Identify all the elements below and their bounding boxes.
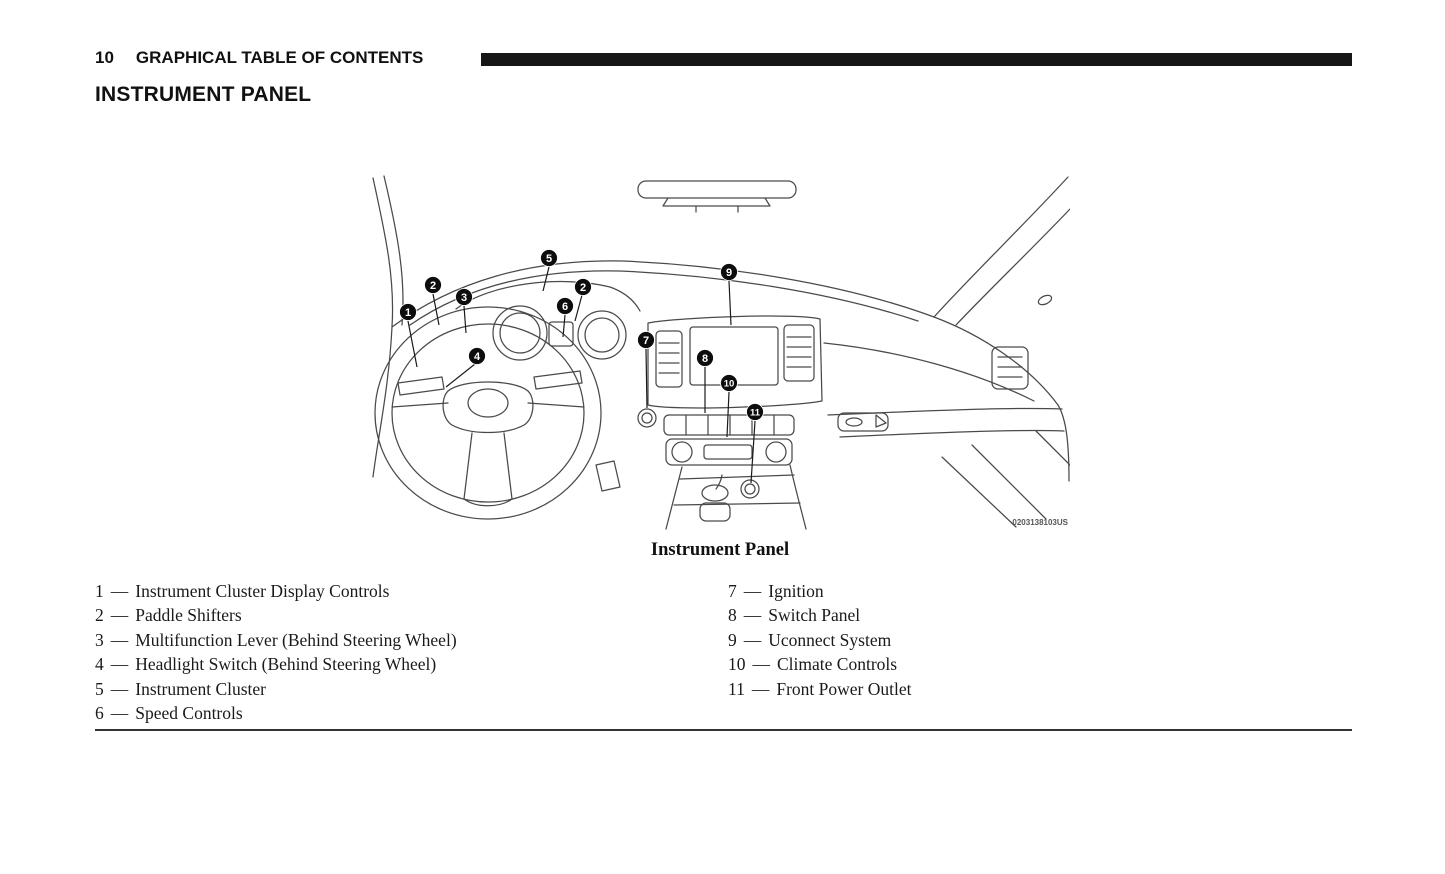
- legend-item-separator: —: [743, 629, 762, 650]
- legend-item-label: Climate Controls: [777, 654, 898, 675]
- legend-item-number: 9: [728, 629, 737, 650]
- header-rule-bar: [481, 53, 1352, 66]
- legend-item-number: 7: [728, 581, 737, 601]
- svg-text:1: 1: [405, 307, 411, 319]
- shifter-console: [665, 464, 807, 530]
- legend-item: 10 — Climate Controls: [728, 652, 1288, 676]
- legend-item: 1 — Instrument Cluster Display Controls: [95, 579, 655, 603]
- legend-item-number: 1: [95, 581, 104, 601]
- callout-marker-5: 5: [540, 249, 558, 267]
- legend-item-label: Multifunction Lever (Behind Steering Whe…: [135, 629, 457, 650]
- page-number: 10: [95, 48, 114, 67]
- legend-item-label: Uconnect System: [768, 629, 892, 650]
- legend-item: 6 — Speed Controls: [95, 701, 655, 725]
- legend-item-label: Ignition: [768, 581, 824, 601]
- legend-item-separator: —: [110, 581, 129, 601]
- svg-text:10: 10: [724, 379, 735, 390]
- svg-text:3: 3: [461, 292, 467, 304]
- figure-code: 0203138103US: [1012, 518, 1068, 527]
- steering-wheel: [374, 306, 621, 520]
- legend-item-separator: —: [110, 605, 129, 626]
- callout-marker-2-right: 2: [574, 278, 592, 296]
- legend-item: 8 — Switch Panel: [728, 603, 1288, 627]
- rearview-mirror: [637, 180, 797, 213]
- legend-item-label: Front Power Outlet: [776, 678, 912, 699]
- instrument-panel-figure: 1 2 3 4 5 6 2: [370, 175, 1070, 530]
- header-title: GRAPHICAL TABLE OF CONTENTS: [135, 48, 424, 67]
- legend-item: 5 — Instrument Cluster: [95, 677, 655, 701]
- legend-item-separator: —: [743, 581, 762, 601]
- legend-item: 3 — Multifunction Lever (Behind Steering W…: [95, 628, 655, 652]
- legend-item-label: Paddle Shifters: [135, 605, 242, 626]
- svg-text:2: 2: [430, 280, 436, 292]
- callout-marker-2-left: 2: [424, 276, 442, 294]
- legend-item-separator: —: [743, 605, 762, 626]
- legend-item-separator: —: [110, 703, 129, 724]
- page-header: 10 GRAPHICAL TABLE OF CONTENTS: [95, 48, 423, 68]
- section-title: INSTRUMENT PANEL: [95, 83, 312, 106]
- legend-item-number: 6: [95, 703, 104, 724]
- bottom-rule: [95, 729, 1352, 731]
- legend-item-number: 8: [728, 605, 737, 626]
- svg-text:9: 9: [726, 267, 732, 279]
- legend-item-label: Instrument Cluster Display Controls: [135, 581, 390, 601]
- svg-text:7: 7: [643, 335, 649, 347]
- callout-marker-3: 3: [455, 288, 473, 306]
- legend-item-number: 4: [95, 654, 104, 675]
- legend-item-number: 10: [728, 654, 746, 675]
- callout-marker-11: 11: [746, 403, 764, 421]
- legend-item-separator: —: [751, 678, 770, 699]
- svg-text:8: 8: [702, 353, 708, 365]
- legend-item-separator: —: [110, 678, 129, 699]
- callout-marker-1: 1: [399, 303, 417, 321]
- callout-marker-7: 7: [637, 331, 655, 349]
- svg-text:11: 11: [750, 408, 761, 419]
- legend-item-separator: —: [110, 629, 129, 650]
- legend-left-column: 1 — Instrument Cluster Display Controls 2 —…: [95, 579, 655, 725]
- legend-right-column: 7 — Ignition 8 — Switch Panel 9 — Uconnect Sys…: [728, 579, 1288, 701]
- legend-item-label: Speed Controls: [135, 703, 243, 724]
- callout-marker-8: 8: [696, 349, 714, 367]
- callout-marker-6: 6: [556, 297, 574, 315]
- passenger-dash: [823, 342, 1070, 528]
- svg-text:2: 2: [580, 282, 586, 294]
- legend-item: 11 — Front Power Outlet: [728, 677, 1288, 701]
- dashboard-top: [391, 260, 1070, 482]
- legend-item-label: Switch Panel: [768, 605, 861, 626]
- callout-marker-4: 4: [468, 347, 486, 365]
- legend-item-separator: —: [110, 654, 129, 675]
- svg-text:4: 4: [474, 351, 481, 363]
- legend-item: 2 — Paddle Shifters: [95, 603, 655, 627]
- callout-marker-10: 10: [720, 374, 738, 392]
- figure-caption: Instrument Panel: [650, 540, 790, 560]
- legend-item-label: Instrument Cluster: [135, 678, 266, 699]
- legend-item: 4 — Headlight Switch (Behind Steering Whee…: [95, 652, 655, 676]
- legend-item-separator: —: [752, 654, 771, 675]
- instrument-panel-drawing: 1 2 3 4 5 6 2: [372, 175, 1070, 530]
- legend-item: 9 — Uconnect System: [728, 628, 1288, 652]
- callout-marker-9: 9: [720, 263, 738, 281]
- svg-text:5: 5: [546, 253, 552, 265]
- instrument-cluster: [455, 280, 641, 361]
- svg-text:6: 6: [562, 301, 568, 313]
- legend-item: 7 — Ignition: [728, 579, 1288, 603]
- callout-leader-lines: [407, 266, 756, 484]
- legend-item-number: 2: [95, 605, 104, 626]
- legend-item-number: 11: [728, 678, 745, 699]
- legend-item-number: 5: [95, 678, 104, 699]
- legend-item-number: 3: [95, 629, 104, 650]
- legend-item-label: Headlight Switch (Behind Steering Wheel): [135, 654, 437, 675]
